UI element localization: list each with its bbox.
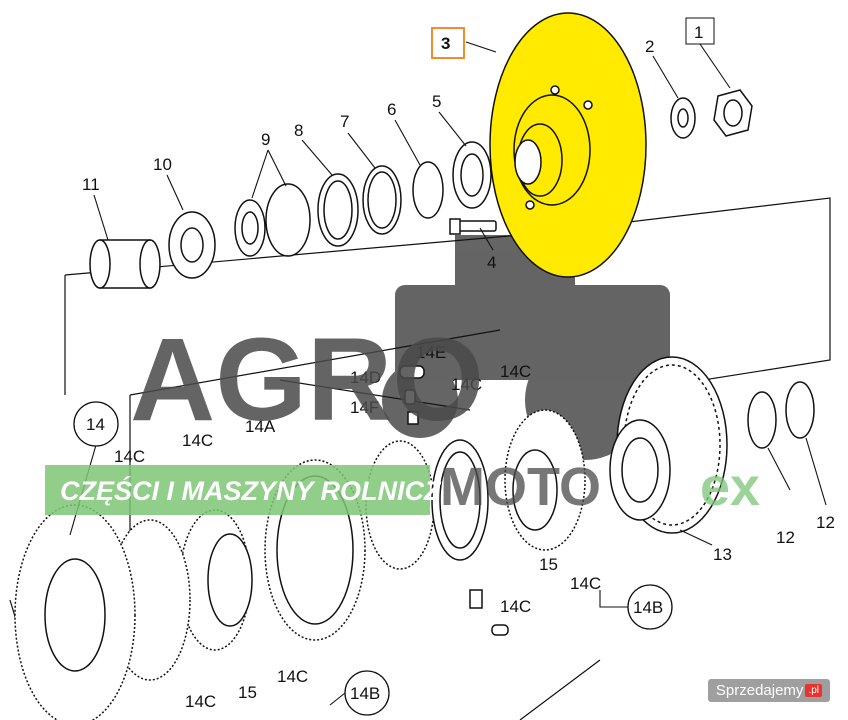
part-4-bolt: [449, 218, 497, 235]
watermark-brand-right: MOTO: [440, 457, 601, 517]
label-14a: 14A: [245, 417, 276, 436]
circled-labels: [73, 401, 673, 716]
label-14c-1: 14C: [500, 362, 531, 381]
part-1-nut: [713, 89, 753, 137]
part-2-washer: [670, 97, 696, 139]
part-3-flange-highlighted: [489, 12, 647, 278]
label-5: 5: [432, 92, 441, 111]
part-6-snap-ring: [412, 161, 444, 219]
label-14c-7: 14C: [277, 667, 308, 686]
label-14f: 14F: [350, 398, 379, 417]
watermark-band-text: CZĘŚCI I MASZYNY ROLNICZE: [60, 475, 460, 506]
part-9-bearing: [234, 183, 311, 257]
site-watermark: Sprzedajemy.pl: [707, 679, 830, 702]
label-15a: 15: [539, 555, 558, 574]
part-5-seal: [452, 141, 492, 209]
part-13-gear: [609, 356, 728, 534]
label-10: 10: [153, 155, 172, 174]
part-8-ring: [317, 173, 359, 247]
gear-large-left: [14, 504, 191, 720]
label-14c-4: 14C: [114, 447, 145, 466]
label-14b-2: 14B: [350, 684, 380, 703]
site-tld: .pl: [805, 684, 822, 697]
label-2: 2: [645, 37, 654, 56]
label-9: 9: [261, 130, 270, 149]
label-12b: 12: [816, 513, 835, 532]
label-14c-5: 14C: [570, 574, 601, 593]
watermark-brand-left: AGRO: [130, 314, 484, 446]
watermark-green-band: [45, 465, 430, 515]
label-8: 8: [294, 121, 303, 140]
label-14b-1: 14B: [633, 598, 663, 617]
label-1-box: [685, 17, 715, 45]
label-3: 3: [441, 34, 450, 53]
label-12a: 12: [776, 528, 795, 547]
label-1: 1: [694, 23, 703, 42]
label-14: 14: [86, 415, 105, 434]
label-14c-6: 14C: [500, 597, 531, 616]
part-7-ring: [362, 165, 402, 235]
label-4: 4: [487, 253, 496, 272]
label-7: 7: [340, 112, 349, 131]
label-3-highlight-box: [431, 27, 465, 59]
part-12-bearings: [747, 381, 815, 449]
tractor-watermark: [382, 235, 670, 460]
gear-14c-left: [179, 509, 253, 651]
label-13: 13: [713, 545, 732, 564]
label-14c-8: 14C: [185, 692, 216, 711]
label-6: 6: [387, 100, 396, 119]
label-15b: 15: [238, 683, 257, 702]
detent-parts: [399, 365, 509, 636]
part-10-washer: [168, 211, 216, 279]
label-14c-2: 14C: [451, 375, 482, 394]
watermark-brand-suffix: ex: [700, 457, 760, 517]
part-11-bushing: [89, 239, 161, 289]
label-11: 11: [82, 175, 100, 194]
label-14d: 14D: [350, 368, 381, 387]
site-name: Sprzedajemy: [715, 682, 804, 699]
label-14e: 14E: [416, 343, 446, 362]
gear-14c-middle: [504, 409, 586, 551]
label-14c-3: 14C: [182, 431, 213, 450]
